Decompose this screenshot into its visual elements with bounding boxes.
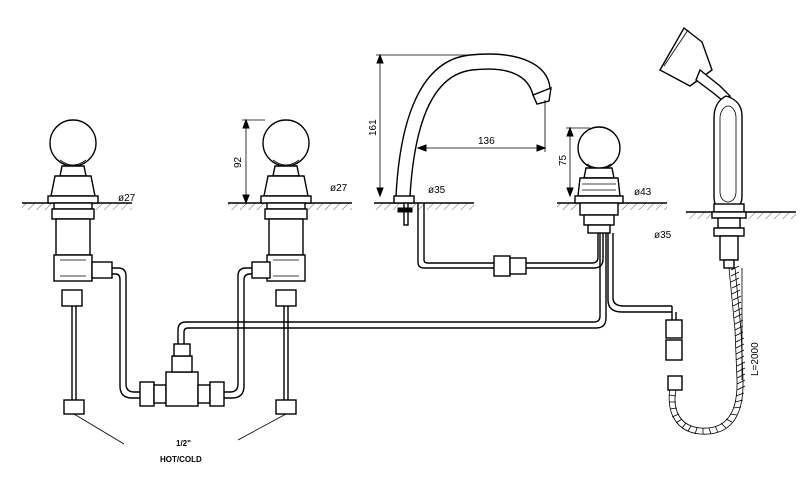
dia-mid-valve: ø27: [330, 183, 348, 194]
hose-length: L=2000: [750, 342, 761, 376]
supply-pipes: [112, 233, 607, 407]
dia-right-valve: ø43: [634, 187, 652, 198]
spout: [393, 53, 604, 277]
dia-left-valve: ø27: [118, 193, 136, 204]
height-right-valve: 75: [558, 154, 569, 166]
middle-valve: [251, 119, 312, 415]
right-valve: [574, 126, 672, 313]
dia-handshower: ø35: [654, 230, 672, 241]
pipe-size-label: 1/2": [176, 439, 191, 448]
hot-cold-label: HOT/COLD: [160, 455, 202, 464]
left-valve: [47, 119, 113, 415]
hand-shower: [659, 26, 747, 269]
dia-spout: ø35: [428, 185, 446, 196]
height-valve: 92: [233, 156, 244, 168]
flexible-hose: [665, 265, 746, 435]
reach-spout: 136: [478, 136, 495, 147]
leader-lines: [73, 413, 287, 445]
height-spout: 161: [368, 119, 379, 136]
dimension-lines: [242, 53, 743, 380]
